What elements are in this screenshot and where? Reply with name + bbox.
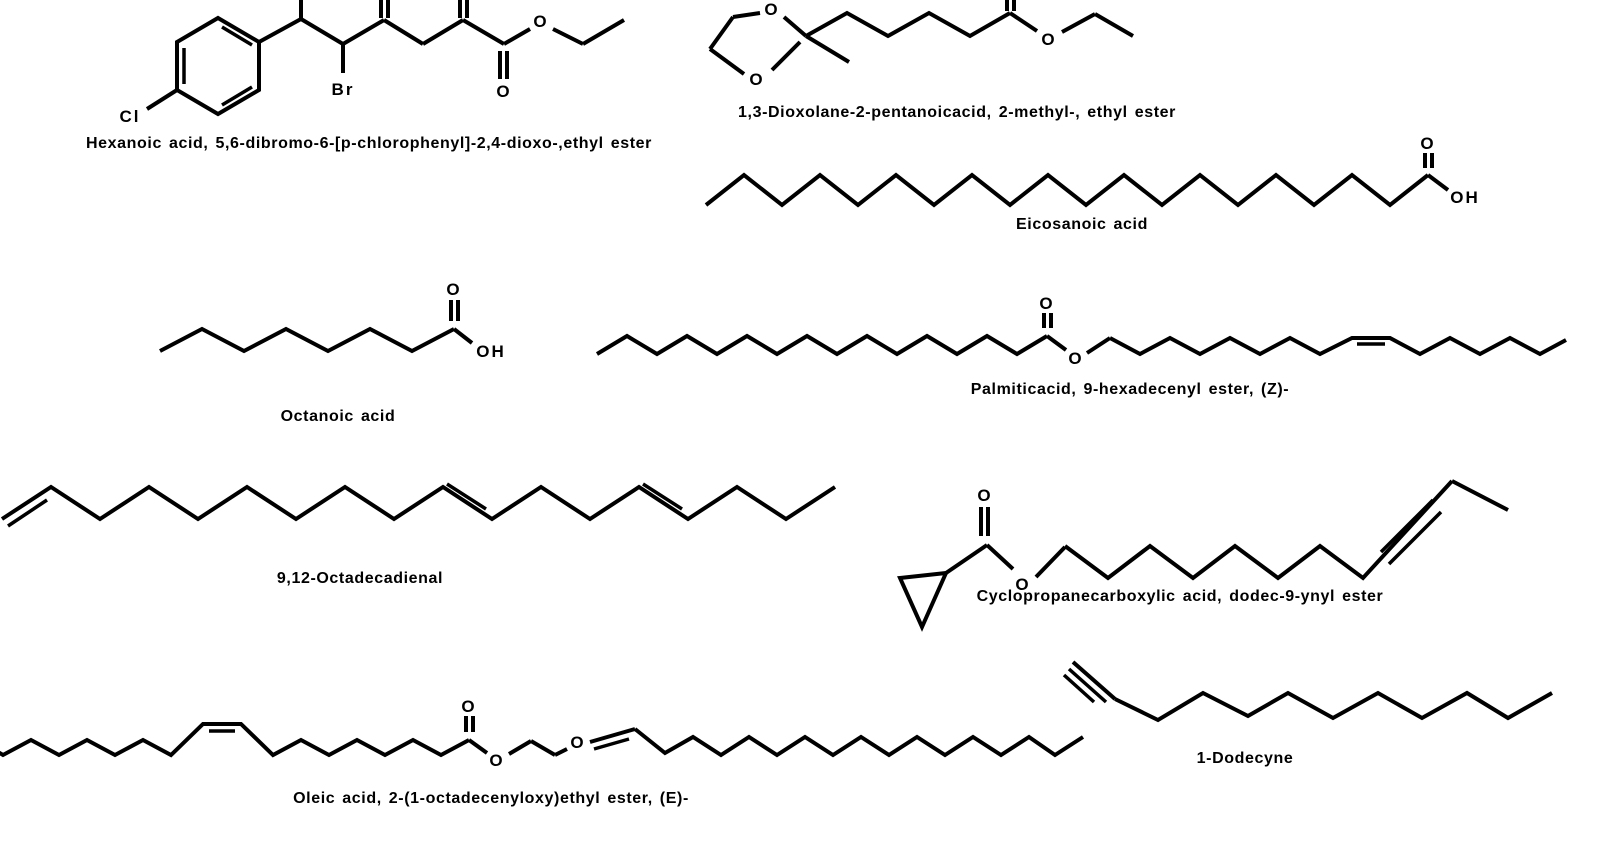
ring-bond: [708, 15, 735, 51]
molecule-name: 1,3-Dioxolane-2-pentanoicacid, 2-methyl-…: [738, 104, 1176, 121]
bond: [1426, 173, 1450, 192]
chain: [1109, 335, 1567, 357]
bond: [503, 27, 531, 46]
chain: [633, 727, 1085, 758]
aromatic-inner-line: [221, 85, 253, 107]
molecule-name: Cyclopropanecarboxylic acid, dodec-9-yny…: [976, 588, 1384, 605]
bond: [299, 17, 345, 46]
chain: [805, 10, 1011, 39]
bond: [1034, 545, 1067, 579]
atom-label-O: O: [1041, 30, 1056, 49]
ring-bond: [770, 40, 802, 72]
molecule-structure-palmitic-hexadecenyl-ester: O O: [595, 294, 1567, 368]
bond: [529, 739, 557, 757]
atom-label-O: O: [1015, 575, 1030, 594]
bond: [507, 739, 533, 756]
triple-bond-line: [1387, 510, 1443, 566]
trans-double-bond-line: [589, 727, 636, 744]
atom-label-OH: OH: [476, 342, 506, 361]
bond: [1093, 12, 1135, 38]
atom-label-O: O: [977, 486, 992, 505]
molecule-name: Eicosanoic acid: [1016, 216, 1148, 233]
molecule-structure-eicosanoic-acid: O OH: [704, 134, 1480, 208]
triple-bond-line: [1067, 667, 1108, 704]
atom-label-OH: OH: [1450, 188, 1480, 207]
chain: [1063, 479, 1454, 581]
triple-bond-line: [1379, 498, 1435, 554]
bond: [1045, 334, 1068, 352]
methyl-bond: [804, 34, 851, 64]
chain: [1114, 690, 1553, 723]
benzene-ring: [175, 15, 261, 117]
bond: [258, 17, 302, 44]
ring-bond: [708, 47, 746, 76]
bond: [145, 88, 179, 111]
terminal-double-bond-line: [7, 498, 48, 528]
bond: [467, 738, 489, 755]
bond: [581, 18, 626, 46]
bond: [1008, 11, 1039, 33]
atom-label-O: O: [533, 12, 548, 31]
bond: [1085, 336, 1112, 355]
bond: [1451, 479, 1509, 512]
atom-label-O: O: [446, 280, 461, 299]
cyclopropane-ring: [897, 570, 950, 632]
bond: [985, 543, 1015, 571]
atom-label-Cl: Cl: [120, 107, 141, 126]
molecule-name: Oleic acid, 2-(1-octadecenyloxy)ethyl es…: [293, 790, 689, 807]
chain: [0, 722, 470, 758]
molecule-name: 1-Dodecyne: [1196, 750, 1294, 767]
atom-label-O: O: [1068, 349, 1083, 368]
molecule-name: 9,12-Octadecadienal: [276, 570, 444, 587]
atom-label-O: O: [496, 82, 511, 101]
trans-double-bond-line: [593, 737, 630, 751]
aromatic-inner-line: [221, 25, 253, 47]
bond: [461, 18, 506, 46]
atom-label-O: O: [1039, 294, 1054, 313]
bond: [944, 543, 989, 575]
bond: [421, 18, 465, 46]
double-bond-line: [446, 482, 487, 511]
atom-label-O: O: [764, 0, 779, 19]
molecule-structure-octanoic-acid: O OH: [159, 280, 506, 361]
atom-label-O: O: [461, 697, 476, 716]
bond: [452, 327, 474, 345]
ring-bond: [732, 11, 761, 19]
bond: [554, 747, 568, 757]
atom-label-O: O: [749, 70, 764, 89]
molecule-structure-dioxolane-ester: O O O: [708, 0, 1135, 89]
atom-label-O: O: [1420, 134, 1435, 153]
chain: [704, 172, 1430, 208]
atom-label-O: O: [570, 733, 585, 752]
ring-bond: [782, 15, 808, 38]
molecule-structure-dodecyne: [1062, 660, 1553, 723]
molecule-structure-hexanoic-dibromo-ester: Cl Br O O: [120, 0, 626, 126]
molecule-name: Octanoic acid: [280, 408, 396, 425]
chain: [595, 333, 1049, 357]
chain: [159, 326, 455, 354]
molecule-structure-cyclopropane-ester: O O: [897, 479, 1509, 632]
double-bond-line: [642, 482, 683, 511]
molecule-structure-oleic-octadecenyloxy-ester: O O O: [0, 697, 1085, 770]
bond: [341, 18, 386, 46]
bond: [552, 27, 584, 46]
atom-label-Br: Br: [332, 80, 355, 99]
alkyne-main-bond: [1071, 660, 1117, 701]
molecule-structure-octadecadienal: [0, 482, 837, 528]
bond: [1061, 12, 1096, 34]
atom-label-O: O: [489, 751, 504, 770]
triple-bond-line: [1062, 673, 1096, 704]
bond: [382, 18, 425, 46]
molecule-name: Palmiticacid, 9-hexadecenyl ester, (Z)-: [970, 381, 1290, 398]
molecule-name: Hexanoic acid, 5,6-dibromo-6-[p-chloroph…: [86, 135, 652, 152]
chain: [0, 484, 837, 522]
